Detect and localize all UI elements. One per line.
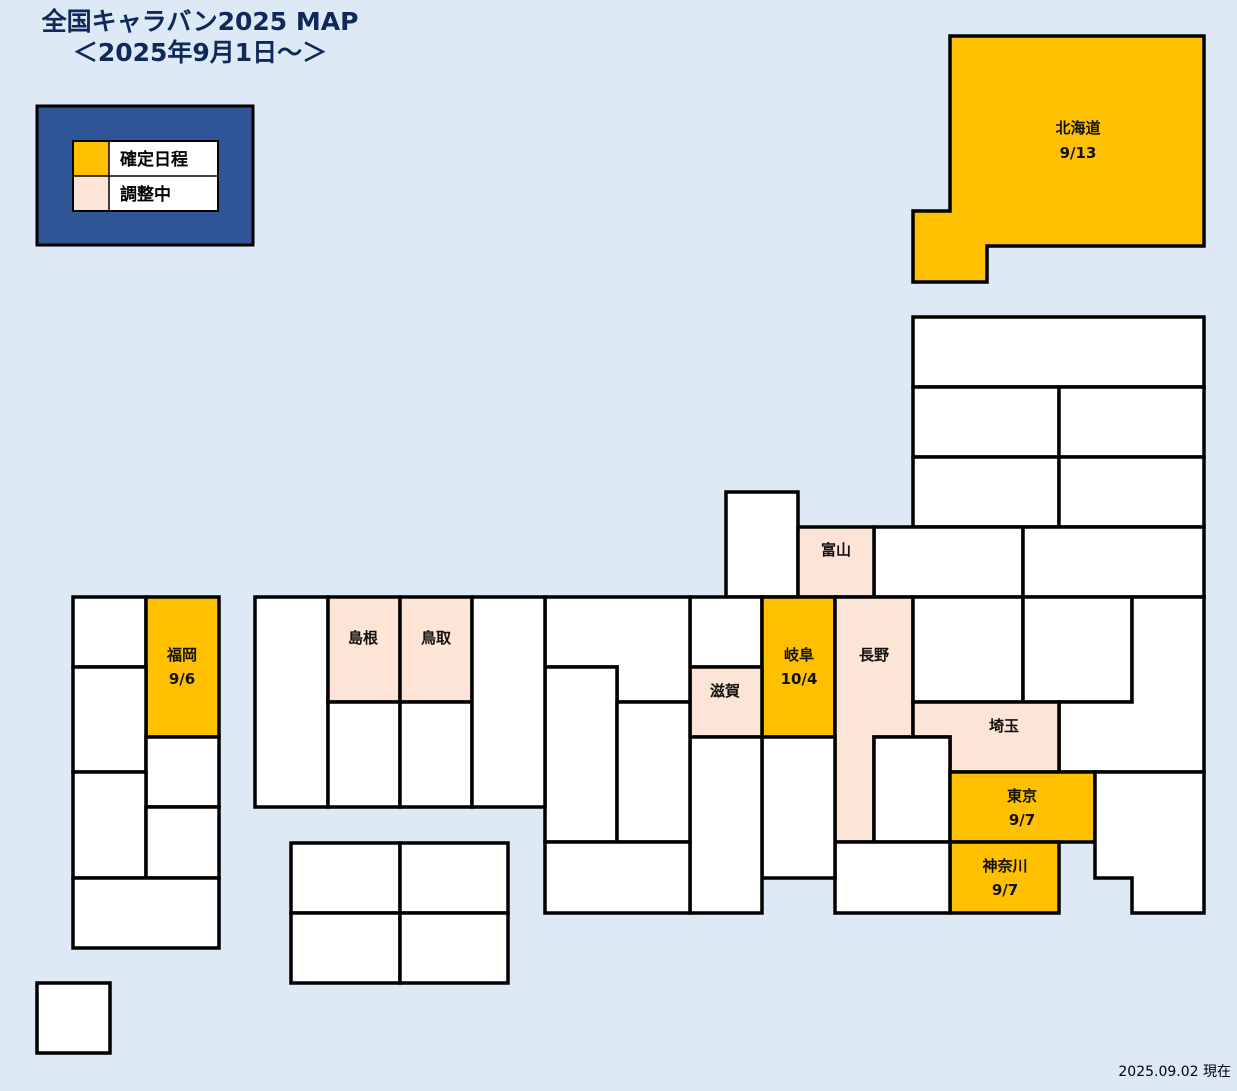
tile-hokkaido[interactable] xyxy=(911,34,1206,284)
tile-tochigi[interactable] xyxy=(1021,595,1134,704)
tile-fukui[interactable] xyxy=(688,595,764,669)
tile-nagasaki[interactable] xyxy=(71,665,148,774)
date-gifu: 10/4 xyxy=(781,670,818,688)
tile-mie[interactable] xyxy=(688,735,764,915)
tile-gunma[interactable] xyxy=(911,595,1025,704)
label-hokkaido: 北海道 xyxy=(1055,119,1100,137)
tile-kagoshima[interactable] xyxy=(71,876,221,950)
tile-fukuoka[interactable] xyxy=(144,595,221,739)
label-fukuoka: 福岡 xyxy=(166,646,197,664)
tile-ehime[interactable] xyxy=(289,841,402,915)
tile-okinawa[interactable] xyxy=(35,981,112,1055)
tile-shiga[interactable] xyxy=(688,665,764,739)
tile-chiba[interactable] xyxy=(1093,770,1206,915)
label-gifu: 岐阜 xyxy=(784,646,814,664)
tile-okayama[interactable] xyxy=(398,700,474,809)
tile-ishikawa[interactable] xyxy=(724,490,800,599)
label-kanagawa: 神奈川 xyxy=(982,857,1027,875)
label-toyama: 富山 xyxy=(821,541,851,559)
legend: 確定日程 調整中 xyxy=(35,104,255,247)
tile-miyagi[interactable] xyxy=(1057,455,1206,529)
tile-aomori[interactable] xyxy=(911,315,1206,389)
label-nagano: 長野 xyxy=(859,646,889,664)
label-shiga: 滋賀 xyxy=(710,682,740,700)
legend-swatch-pending xyxy=(74,177,109,210)
tile-osaka[interactable] xyxy=(615,700,692,844)
label-tottori: 鳥取 xyxy=(421,629,452,647)
tile-niigata[interactable] xyxy=(872,525,1025,599)
legend-label-confirmed: 確定日程 xyxy=(120,149,188,170)
date-fukuoka: 9/6 xyxy=(169,670,195,688)
tile-gifu[interactable] xyxy=(760,595,837,739)
tile-yamanashi[interactable] xyxy=(872,735,952,844)
tile-tokyo[interactable] xyxy=(948,770,1097,844)
tile-aichi[interactable] xyxy=(760,735,837,880)
tile-yamaguchi[interactable] xyxy=(253,595,330,809)
date-kanagawa: 9/7 xyxy=(992,881,1018,899)
tile-saga[interactable] xyxy=(71,595,148,669)
tile-kumamoto[interactable] xyxy=(71,770,148,880)
tile-kochi[interactable] xyxy=(289,911,402,985)
tile-toyama[interactable] xyxy=(796,525,876,599)
tile-oita[interactable] xyxy=(144,735,221,809)
map-subtitle: ＜2025年9月1日～＞ xyxy=(72,38,328,67)
tile-iwate[interactable] xyxy=(1057,385,1206,459)
legend-label-pending: 調整中 xyxy=(120,184,171,205)
label-shimane: 島根 xyxy=(348,629,378,647)
label-saitama: 埼玉 xyxy=(989,717,1019,735)
legend-swatch-confirmed xyxy=(74,142,109,176)
tile-kanagawa[interactable] xyxy=(948,840,1061,915)
date-hokkaido: 9/13 xyxy=(1060,144,1097,162)
tile-miyazaki[interactable] xyxy=(144,805,221,880)
tile-tottori[interactable] xyxy=(398,595,474,704)
tile-wakayama[interactable] xyxy=(543,840,692,915)
as-of-date: 2025.09.02 現在 xyxy=(1118,1064,1231,1080)
tile-shimane[interactable] xyxy=(326,595,402,704)
map-title: 全国キャラバン2025 MAP xyxy=(41,7,359,36)
label-tokyo: 東京 xyxy=(1007,787,1037,805)
tile-hiroshima[interactable] xyxy=(326,700,402,809)
date-tokyo: 9/7 xyxy=(1009,811,1035,829)
tile-kagawa[interactable] xyxy=(398,841,510,915)
tile-akita[interactable] xyxy=(911,385,1061,459)
tile-tokushima[interactable] xyxy=(398,911,510,985)
tile-fukushima[interactable] xyxy=(1021,525,1206,599)
tile-hyogo[interactable] xyxy=(543,665,619,844)
tile-chugoku-east[interactable] xyxy=(470,595,547,809)
tile-shizuoka[interactable] xyxy=(833,840,952,915)
tile-yamagata[interactable] xyxy=(911,455,1061,529)
